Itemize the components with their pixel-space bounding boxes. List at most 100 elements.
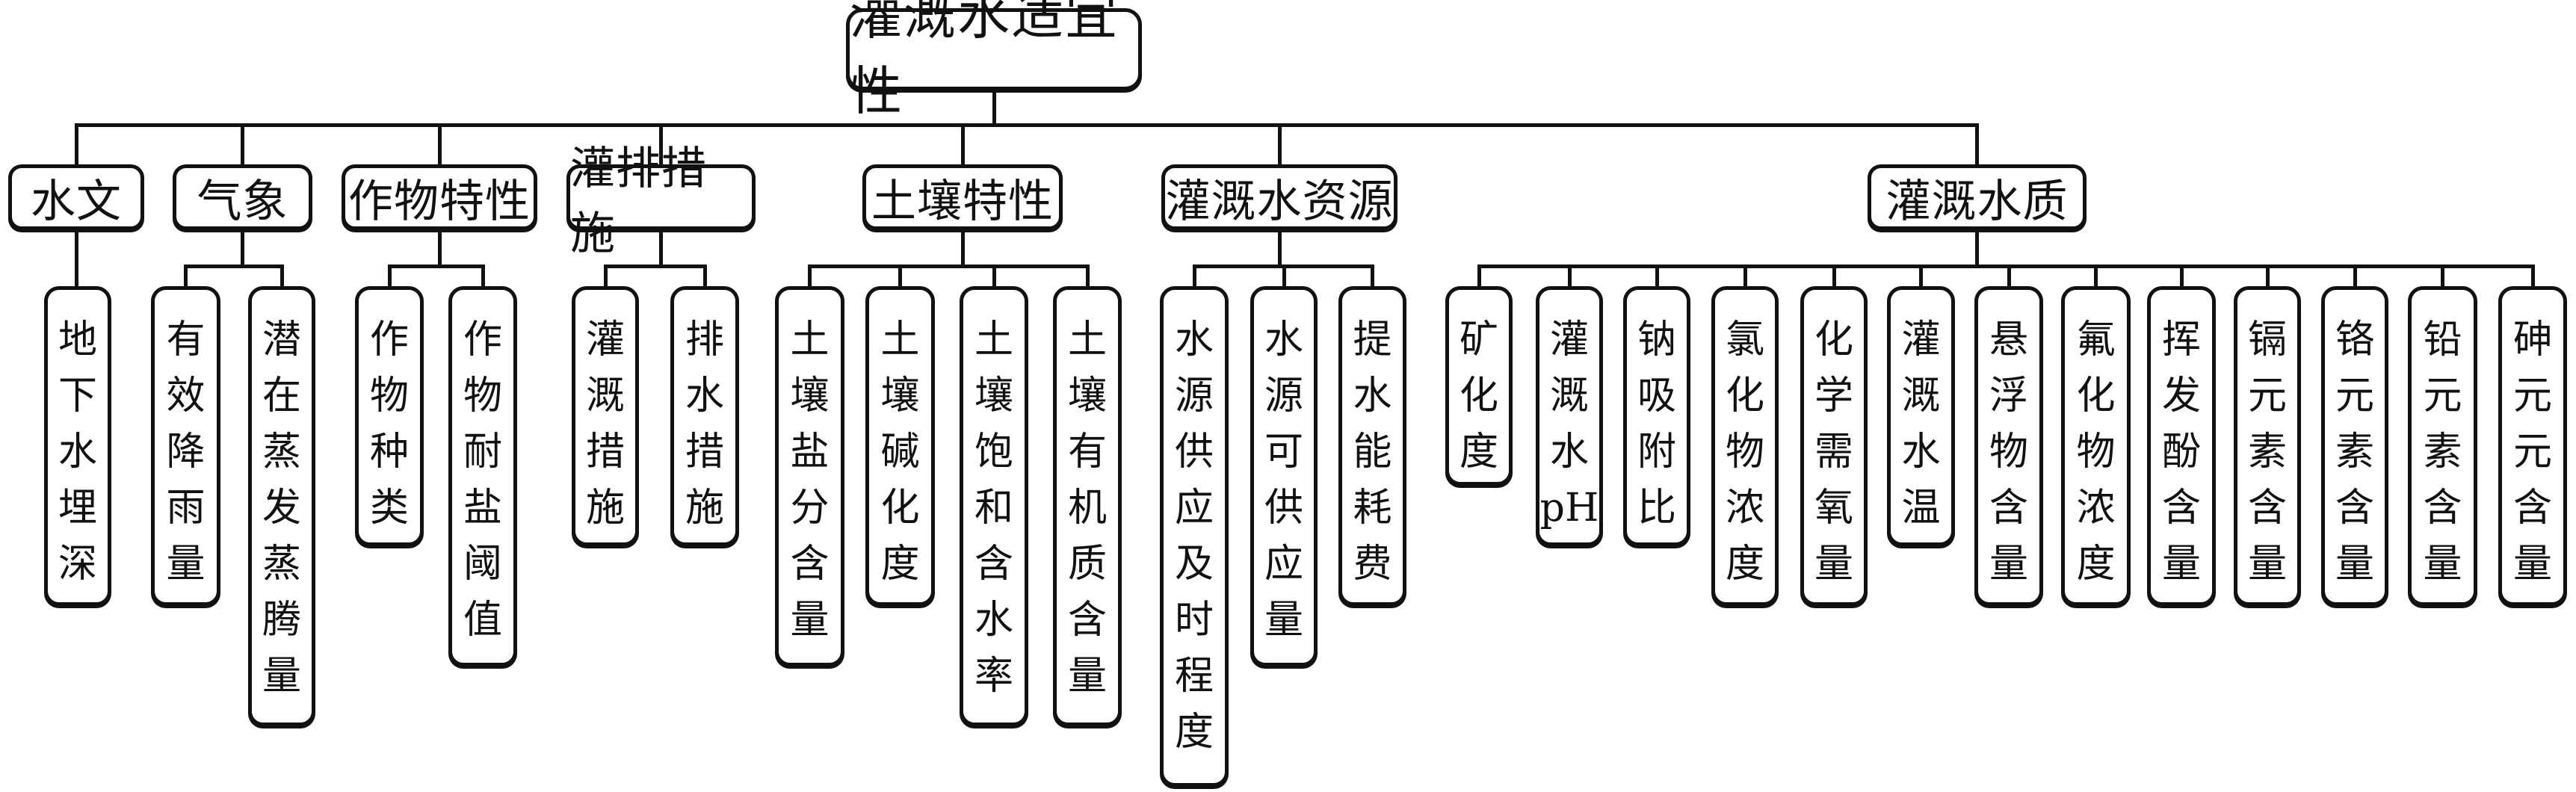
leaf-connector: [1282, 264, 1286, 286]
leaf-label-char: 土: [790, 318, 830, 362]
leaf-label-char: 含: [974, 542, 1013, 587]
child-bus-line: [1477, 264, 2535, 268]
leaf-connector: [2094, 264, 2098, 286]
leaf-label-char: 灌: [1549, 318, 1589, 362]
category-node: 作物特性: [342, 164, 537, 230]
leaf-connector: [184, 264, 188, 286]
root-label: 灌溉水适宜性: [850, 0, 1119, 122]
leaf-label-char: 素: [2423, 430, 2462, 474]
leaf-label-char: 物: [463, 374, 502, 418]
leaf-label-char: 素: [2335, 430, 2374, 474]
leaf-label-char: 有: [166, 318, 206, 362]
leaf-label-char: 水: [1174, 318, 1214, 362]
leaf-label-char: 元: [2247, 374, 2287, 418]
leaf-label-char: 源: [1264, 374, 1303, 418]
leaf-label-char: 度: [1174, 710, 1214, 755]
leaf-label-char: 吸: [1637, 374, 1676, 418]
leaf-label-char: 量: [262, 654, 301, 699]
leaf-label-char: 源: [1174, 374, 1214, 418]
leaf-label-char: 浮: [1989, 374, 2028, 418]
leaf-label-char: 在: [262, 374, 301, 418]
leaf-label-char: 含: [1989, 486, 2028, 530]
leaf-label-char: 水: [685, 374, 724, 418]
leaf-label-char: 镉: [2247, 318, 2287, 362]
leaf-label-char: 措: [685, 430, 724, 474]
category-connector: [241, 123, 244, 164]
leaf-label-char: 提: [1353, 318, 1392, 362]
leaf-connector: [1371, 264, 1374, 286]
leaf-label-char: 元: [2335, 374, 2374, 418]
leaf-label-char: 物: [2076, 430, 2116, 474]
leaf-label-char: 量: [2161, 542, 2201, 587]
leaf-label-char: 量: [1264, 598, 1303, 643]
leaf-connector: [992, 264, 996, 286]
category-node: 水文: [8, 164, 144, 230]
leaf-label-char: 土: [1067, 318, 1107, 362]
leaf-label-char: 水: [1549, 430, 1589, 474]
leaf-connector: [1919, 264, 1923, 286]
leaf-label-char: 种: [369, 430, 409, 474]
leaf-node: 有效降雨量: [151, 286, 220, 606]
leaf-label-char: 物: [1725, 430, 1764, 474]
leaf-node: 灌溉水温: [1887, 286, 1955, 546]
category-node: 土壤特性: [862, 164, 1063, 230]
leaf-connector: [1085, 264, 1090, 286]
leaf-label-char: 壤: [880, 374, 920, 418]
category-down-connector: [241, 230, 244, 264]
leaf-connector: [481, 264, 485, 286]
leaf-node: 作物耐盐阈值: [448, 286, 517, 666]
leaf-label-char: 量: [2423, 542, 2462, 587]
leaf-connector: [603, 264, 608, 286]
leaf-label-char: 铬: [2335, 318, 2374, 362]
category-node: 灌排措施: [566, 143, 756, 260]
leaf-label-char: 附: [1637, 430, 1676, 474]
leaf-label-char: 施: [685, 486, 724, 530]
leaf-label-char: 壤: [974, 374, 1013, 418]
leaf-label-char: 土: [880, 318, 920, 362]
leaf-label-char: 作: [463, 318, 502, 362]
leaf-connector: [1832, 264, 1836, 286]
leaf-label-char: 及: [1174, 542, 1214, 587]
leaf-connector: [2441, 264, 2444, 286]
child-bus-line: [184, 264, 284, 268]
leaf-label-char: 机: [1067, 486, 1107, 530]
leaf-connector: [74, 230, 78, 286]
category-connector: [659, 123, 663, 164]
leaf-label-char: 度: [1459, 430, 1498, 474]
leaf-label-char: 元: [2512, 430, 2552, 474]
leaf-connector: [2530, 264, 2535, 286]
child-bus-line: [808, 264, 1090, 268]
leaf-node: 灌溉措施: [572, 286, 639, 546]
category-connector: [1277, 123, 1282, 164]
leaf-label-char: 发: [262, 486, 301, 530]
leaf-label-char: 含: [790, 542, 830, 587]
category-down-connector: [1277, 230, 1282, 264]
leaf-node: 悬浮物含量: [1974, 286, 2043, 606]
leaf-label-char: 潜: [262, 318, 301, 362]
leaf-label-char: pH: [1539, 486, 1599, 530]
category-node: 灌溉水资源: [1161, 164, 1397, 230]
leaf-label-char: 含: [2247, 486, 2287, 530]
leaf-node: 砷元元含量: [2498, 286, 2567, 606]
leaf-node: 排水措施: [670, 286, 739, 546]
leaf-label-char: 水: [1901, 430, 1941, 474]
leaf-label-char: 土: [974, 318, 1013, 362]
leaf-label-char: 和: [974, 486, 1013, 530]
leaf-label-char: 灌: [585, 318, 625, 362]
leaf-label-char: 量: [2512, 542, 2552, 587]
leaf-label-char: 量: [1067, 654, 1107, 699]
leaf-label-char: 溉: [1901, 374, 1941, 418]
leaf-label-char: 蒸: [262, 430, 301, 474]
leaf-label-char: 降: [166, 430, 206, 474]
root-connector: [992, 90, 996, 123]
leaf-label-char: 元: [2423, 374, 2462, 418]
leaf-label-char: 化: [1725, 374, 1764, 418]
leaf-label-char: 供: [1174, 430, 1214, 474]
leaf-connector: [1655, 264, 1659, 286]
leaf-label-char: 化: [2076, 374, 2116, 418]
leaf-label-char: 壤: [790, 374, 830, 418]
leaf-label-char: 措: [585, 430, 625, 474]
leaf-label-char: 度: [880, 542, 920, 587]
category-label: 灌溉水资源: [1165, 175, 1394, 228]
leaf-label-char: 砷: [2512, 318, 2552, 362]
